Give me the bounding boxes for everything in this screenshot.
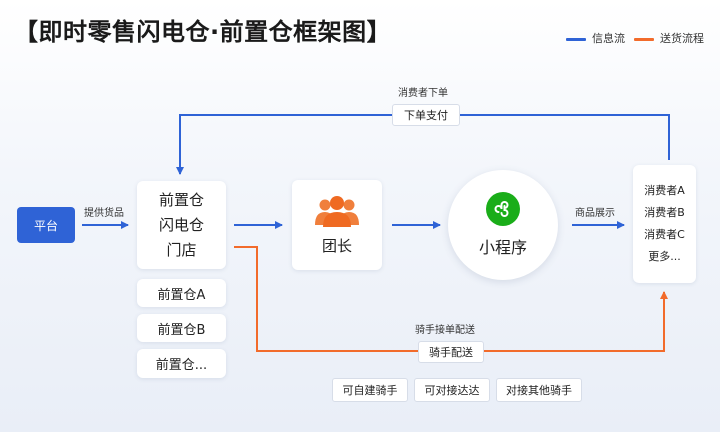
consumer-c: 消费者C — [644, 228, 685, 241]
warehouse-line-3: 门店 — [166, 240, 197, 259]
label-consumer-order: 消费者下单 — [398, 88, 448, 99]
wechat-miniprogram-icon — [486, 192, 520, 226]
warehouse-main-card: 前置仓 闪电仓 门店 — [137, 181, 226, 269]
group-icon — [315, 195, 359, 227]
consumers-card: 消费者A 消费者B 消费者C 更多... — [633, 165, 696, 283]
delivery-box: 骑手配送 — [418, 341, 484, 363]
legend-info-swatch — [566, 37, 586, 41]
miniprogram-circle: 小程序 — [448, 170, 558, 280]
page-title: 【即时零售闪电仓·前置仓框架图】 — [14, 18, 392, 46]
rider-option-self: 可自建骑手 — [332, 378, 408, 402]
rider-option-dada: 可对接达达 — [414, 378, 490, 402]
label-display: 商品展示 — [575, 208, 615, 219]
legend-info-flow: 信息流 — [566, 30, 625, 46]
rider-option-other: 对接其他骑手 — [496, 378, 582, 402]
leader-label: 团长 — [321, 236, 352, 255]
consumer-more: 更多... — [648, 250, 681, 263]
consumer-b: 消费者B — [644, 206, 685, 219]
legend-delivery-label: 送货流程 — [660, 32, 704, 45]
legend-info-label: 信息流 — [592, 32, 625, 45]
warehouse-sub-a: 前置仓A — [137, 279, 226, 307]
leader-card: 团长 — [292, 180, 382, 270]
warehouse-line-2: 闪电仓 — [158, 215, 204, 234]
arrow-warehouse-to-consumers-delivery — [234, 246, 668, 352]
legend-delivery-swatch — [634, 37, 654, 41]
consumer-a: 消费者A — [644, 184, 685, 197]
pay-box: 下单支付 — [392, 104, 460, 126]
label-rider-delivery: 骑手接单配送 — [415, 325, 475, 336]
warehouse-sub-more: 前置仓... — [137, 349, 226, 378]
warehouse-sub-b: 前置仓B — [137, 314, 226, 342]
platform-box: 平台 — [17, 207, 75, 243]
miniprogram-label: 小程序 — [478, 238, 527, 257]
warehouse-line-1: 前置仓 — [158, 190, 204, 209]
label-supply: 提供货品 — [84, 208, 124, 219]
legend-delivery-flow: 送货流程 — [634, 30, 704, 46]
